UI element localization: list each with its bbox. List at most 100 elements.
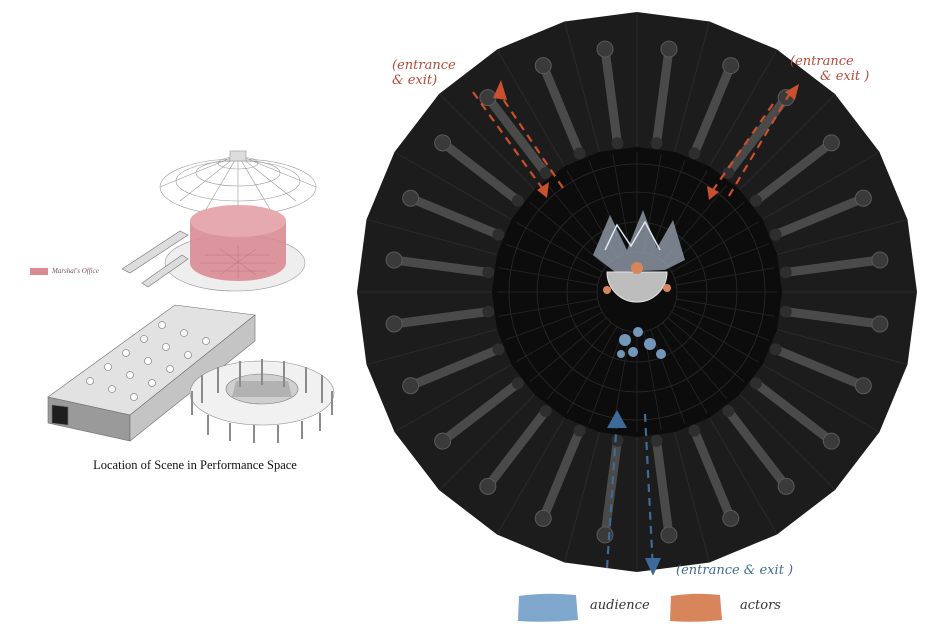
column-shaft	[389, 255, 493, 277]
column-shaft	[438, 378, 523, 446]
grid-spoke	[505, 243, 600, 279]
legend-swatch-audience	[518, 593, 578, 622]
column-capital	[479, 477, 497, 495]
mini-legend-swatch	[30, 268, 48, 275]
column-shaft	[723, 93, 791, 178]
entrance-exit-note-top-right: (entrance & exit )	[790, 54, 869, 84]
entrance-exit-arrows	[472, 87, 794, 571]
column-capital	[434, 432, 452, 450]
grid-spoke	[650, 160, 686, 255]
theatre-building	[47, 304, 256, 442]
note-line: (entrance	[392, 58, 456, 73]
grid-spoke	[667, 317, 745, 383]
note-line: & exit )	[820, 69, 870, 84]
floor-seam	[366, 219, 502, 257]
mini-legend-label: Marshal's Office	[52, 267, 99, 275]
column-shaft	[483, 406, 551, 491]
grid-spoke	[674, 305, 769, 341]
floor-seam	[438, 93, 539, 194]
column-capital	[722, 509, 740, 527]
floor-seam	[438, 390, 539, 491]
floor-seam	[672, 21, 710, 157]
column-base	[482, 305, 495, 318]
column-base	[539, 166, 552, 179]
column-shaft	[438, 138, 523, 206]
column-capital	[722, 57, 740, 75]
column-shaft	[781, 307, 885, 329]
column-capital	[822, 134, 840, 152]
column-shaft	[751, 138, 836, 206]
column-base	[722, 405, 735, 418]
grid-spoke	[588, 329, 624, 424]
column-base	[688, 424, 701, 437]
column-capital	[854, 189, 872, 207]
legend-swatch-actors	[670, 593, 722, 622]
column-base	[688, 147, 701, 160]
column-capital	[871, 251, 889, 269]
floor-seam	[496, 412, 568, 535]
floor-seam	[672, 427, 710, 563]
grid-spoke	[671, 311, 759, 363]
floor-seam	[735, 390, 836, 491]
grid-spoke	[505, 305, 600, 341]
column-capital	[434, 134, 452, 152]
column-shaft	[771, 193, 868, 240]
grid-spoke	[499, 267, 598, 286]
column-capital	[777, 477, 795, 495]
entrance-exit-note-bottom: (entrance & exit )	[676, 563, 794, 578]
grid-spoke	[676, 267, 775, 286]
column-capital	[596, 40, 614, 58]
grid-spoke	[676, 298, 775, 317]
performance-space-plan	[357, 12, 917, 575]
column-base	[769, 228, 782, 241]
column-capital	[534, 57, 552, 75]
column-capital	[822, 432, 840, 450]
floor-seam	[394, 361, 517, 433]
column-shaft	[389, 307, 493, 329]
column-base	[750, 377, 763, 390]
column-shaft	[689, 426, 736, 523]
column-base	[573, 147, 586, 160]
column-base	[492, 228, 505, 241]
note-line: & exit)	[392, 73, 438, 88]
grid-spoke	[515, 311, 603, 363]
floor-seam	[706, 412, 778, 535]
actors-cluster	[593, 210, 685, 272]
floor-seam	[394, 151, 517, 223]
grid-spoke	[529, 317, 607, 383]
column-shaft	[483, 93, 551, 178]
floor-seam	[496, 49, 568, 172]
grid-spoke	[529, 201, 607, 267]
axonometric-diagram	[30, 150, 335, 443]
column-base	[611, 434, 624, 447]
grid-spoke	[656, 326, 708, 414]
column-base	[769, 343, 782, 356]
entrance-exit-note-top-left: (entrance & exit)	[392, 58, 456, 88]
column-capital	[660, 40, 678, 58]
floor-seam	[706, 49, 778, 172]
stair-element	[121, 230, 189, 288]
column-base	[482, 266, 495, 279]
grid-spoke	[612, 154, 631, 253]
column-shaft	[652, 436, 674, 540]
column-shaft	[652, 44, 674, 148]
column-shaft	[751, 378, 836, 446]
column-base	[779, 305, 792, 318]
column-shaft	[781, 255, 885, 277]
column-base	[750, 194, 763, 207]
diagram-caption: Location of Scene in Performance Space	[93, 458, 297, 472]
arrow-bottom-out	[643, 413, 655, 571]
column-base	[539, 405, 552, 418]
floor-seam	[772, 327, 908, 365]
floor-seam	[366, 327, 502, 365]
arrow-top-left-in	[472, 91, 546, 193]
column-capital	[596, 526, 614, 544]
floor-seam	[735, 93, 836, 194]
arrow-bottom-in	[605, 417, 619, 569]
column-capital	[385, 251, 403, 269]
legend-label-actors: actors	[740, 598, 781, 613]
column-shaft	[600, 436, 622, 540]
column-shaft	[723, 406, 791, 491]
column-ring	[385, 40, 889, 544]
column-shaft	[406, 193, 503, 240]
